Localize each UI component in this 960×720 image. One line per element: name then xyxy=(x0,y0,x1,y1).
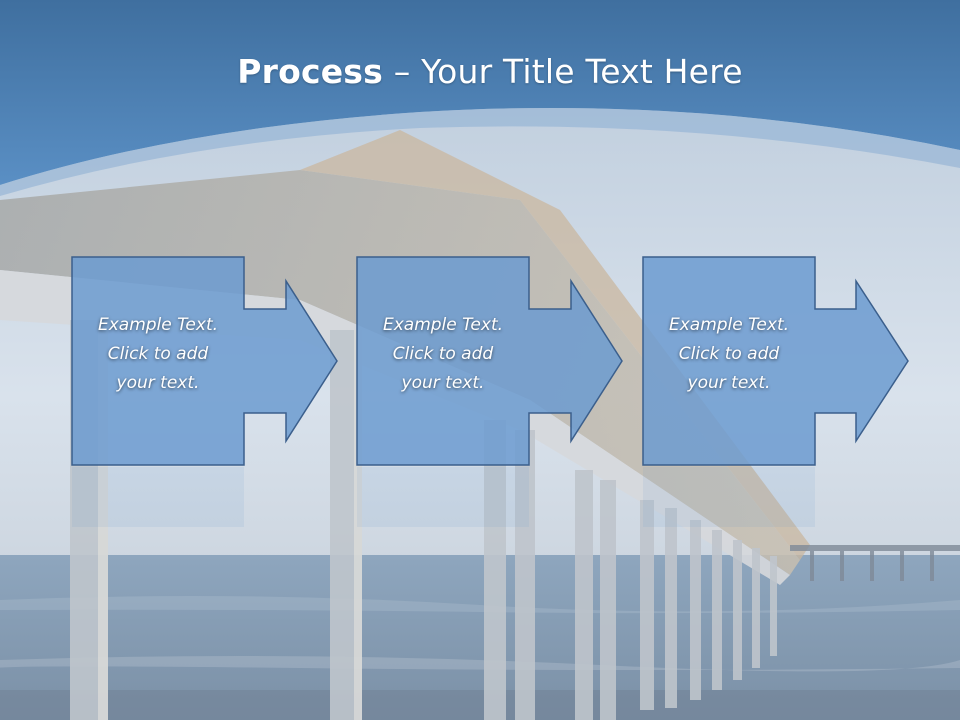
process-step-2-text[interactable]: Example Text. Click to add your text. xyxy=(357,311,529,398)
slide-title[interactable]: Process – Your Title Text Here xyxy=(0,52,960,91)
step-line: your text. xyxy=(401,373,485,393)
title-dash: – xyxy=(383,52,422,91)
step-line: Example Text. xyxy=(382,315,504,335)
process-step-3-shape[interactable] xyxy=(642,256,909,466)
process-step-1-shape[interactable] xyxy=(71,256,338,466)
step-line: Click to add xyxy=(392,344,494,364)
step-line: your text. xyxy=(687,373,771,393)
step-line: Click to add xyxy=(678,344,780,364)
process-step-1-text[interactable]: Example Text. Click to add your text. xyxy=(72,311,244,398)
title-bold: Process xyxy=(237,52,383,91)
process-step-3-text[interactable]: Example Text. Click to add your text. xyxy=(643,311,815,398)
step-line: Example Text. xyxy=(97,315,219,335)
process-step-2-shape[interactable] xyxy=(356,256,623,466)
step-line: your text. xyxy=(116,373,200,393)
step-line: Click to add xyxy=(107,344,209,364)
step-line: Example Text. xyxy=(668,315,790,335)
title-rest: Your Title Text Here xyxy=(421,52,743,91)
